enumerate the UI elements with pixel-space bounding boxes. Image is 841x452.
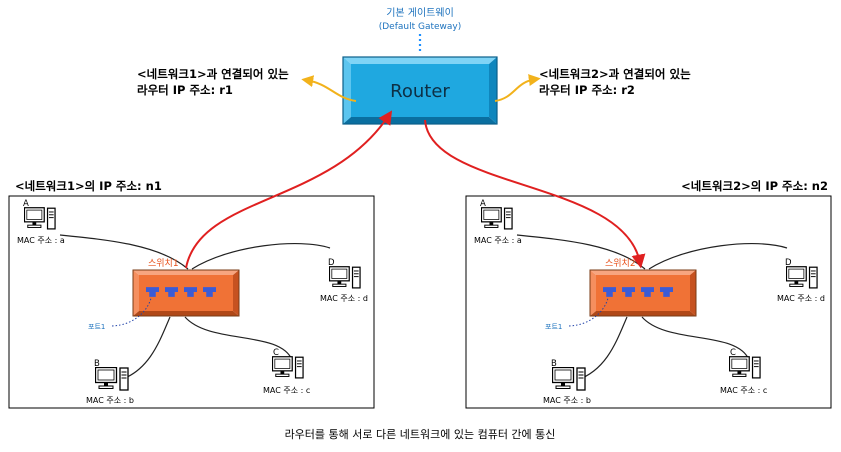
router-ip-left-pointer <box>301 75 357 102</box>
router-ip-right-line2: 라우터 IP 주소: r2 <box>539 83 635 97</box>
computer-letter: C <box>730 348 736 358</box>
switch2-label: 스위치2 <box>605 257 636 269</box>
computer-letter: B <box>551 359 557 369</box>
mac-address-label: MAC 주소 : b <box>86 396 134 405</box>
computer-letter: D <box>328 258 335 268</box>
mac-address-label: MAC 주소 : a <box>17 236 65 245</box>
router-ip-right-pointer <box>494 74 541 102</box>
computer-letter: B <box>94 359 100 369</box>
router-ip-left-line2: 라우터 IP 주소: r1 <box>137 83 233 97</box>
port1-pointer-net2 <box>568 297 609 327</box>
network1-cables <box>59 234 331 381</box>
port1-label-net2: 포트1 <box>545 323 562 331</box>
router-ip-left-line1: <네트워크1>과 연결되어 있는 <box>137 67 289 81</box>
port1-label-net1: 포트1 <box>88 323 105 331</box>
gateway-subtitle: (Default Gateway) <box>379 22 462 32</box>
computer-d-net2: D MAC 주소 : d <box>777 258 825 303</box>
computer-letter: A <box>23 199 29 209</box>
network2-box <box>465 195 832 409</box>
mac-address-label: MAC 주소 : b <box>543 396 591 405</box>
network1-box <box>8 195 375 409</box>
mac-address-label: MAC 주소 : d <box>777 294 825 303</box>
network2-ip-label: <네트워크2>의 IP 주소: n2 <box>681 179 828 193</box>
computer-d-net1: D MAC 주소 : d <box>320 258 368 303</box>
mac-address-label: MAC 주소 : c <box>263 386 310 395</box>
computer-letter: A <box>480 199 486 209</box>
computer-c-net1: C MAC 주소 : c <box>263 348 310 395</box>
computer-b-net1: B MAC 주소 : b <box>86 359 134 405</box>
computer-a-net2: A MAC 주소 : a <box>474 199 522 245</box>
mac-address-label: MAC 주소 : d <box>320 294 368 303</box>
router-label: Router <box>390 81 450 102</box>
router: Router <box>342 56 498 125</box>
computer-b-net2: B MAC 주소 : b <box>543 359 591 405</box>
computer-letter: D <box>785 258 792 268</box>
switch2 <box>589 269 697 317</box>
switch1-label: 스위치1 <box>148 257 179 269</box>
network1-ip-label: <네트워크1>의 IP 주소: n1 <box>15 179 162 193</box>
gateway-title: 기본 게이트웨이 <box>386 7 454 19</box>
router-ip-right-line1: <네트워크2>과 연결되어 있는 <box>539 67 691 81</box>
port1-pointer-net1 <box>111 297 152 327</box>
switch1 <box>132 269 240 317</box>
diagram-caption: 라우터를 통해 서로 다른 네트워크에 있는 컴퓨터 간에 통신 <box>285 427 556 441</box>
link-router-to-switch2 <box>424 119 646 269</box>
computer-letter: C <box>273 348 279 358</box>
link-switch1-to-router <box>185 110 393 269</box>
computer-a-net1: A MAC 주소 : a <box>17 199 65 245</box>
mac-address-label: MAC 주소 : c <box>720 386 767 395</box>
mac-address-label: MAC 주소 : a <box>474 236 522 245</box>
computer-c-net2: C MAC 주소 : c <box>720 348 767 395</box>
